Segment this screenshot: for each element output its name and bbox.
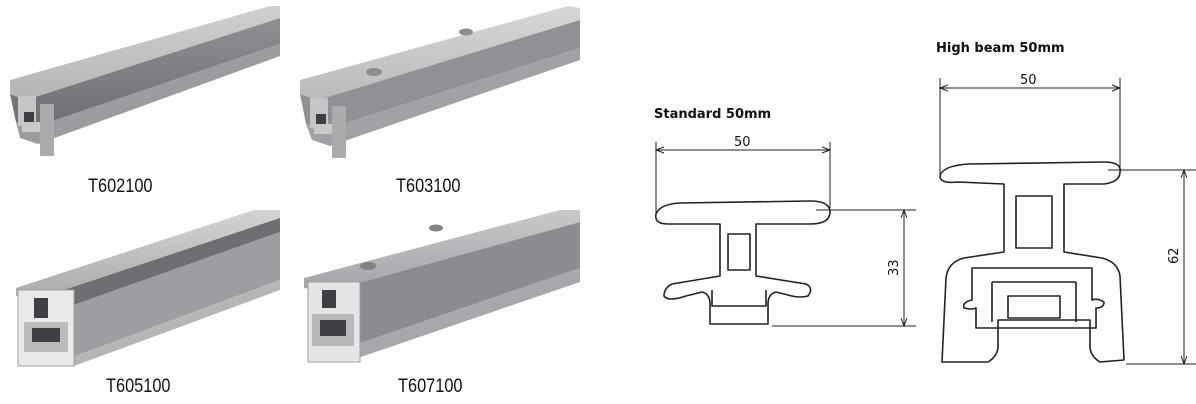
high-beam-title: High beam 50mm — [936, 41, 1065, 56]
standard-title: Standard 50mm — [654, 107, 771, 122]
product-photo-t602100 — [8, 4, 290, 172]
standard-width-label: 50 — [734, 135, 751, 150]
profile-dimension-drawing: Standard 50mm 50 33 High beam 50mm 50 62 — [654, 41, 1196, 366]
product-photo-t607100 — [298, 208, 580, 376]
product-code: T603100 — [396, 176, 461, 197]
product-code: T602100 — [88, 176, 153, 197]
standard-profile-window — [727, 233, 751, 271]
standard-height-label: 33 — [887, 259, 902, 276]
product-code: T605100 — [106, 376, 171, 397]
high-beam-height-label: 62 — [1167, 247, 1182, 264]
product-photo-t605100 — [8, 208, 290, 376]
high-beam-profile-window — [1015, 195, 1053, 249]
product-photo-t603100 — [298, 4, 580, 172]
product-code: T607100 — [398, 376, 463, 397]
high-beam-width-label: 50 — [1020, 73, 1037, 88]
high-beam-profile-outline — [939, 161, 1125, 363]
standard-profile-outline — [654, 200, 831, 325]
